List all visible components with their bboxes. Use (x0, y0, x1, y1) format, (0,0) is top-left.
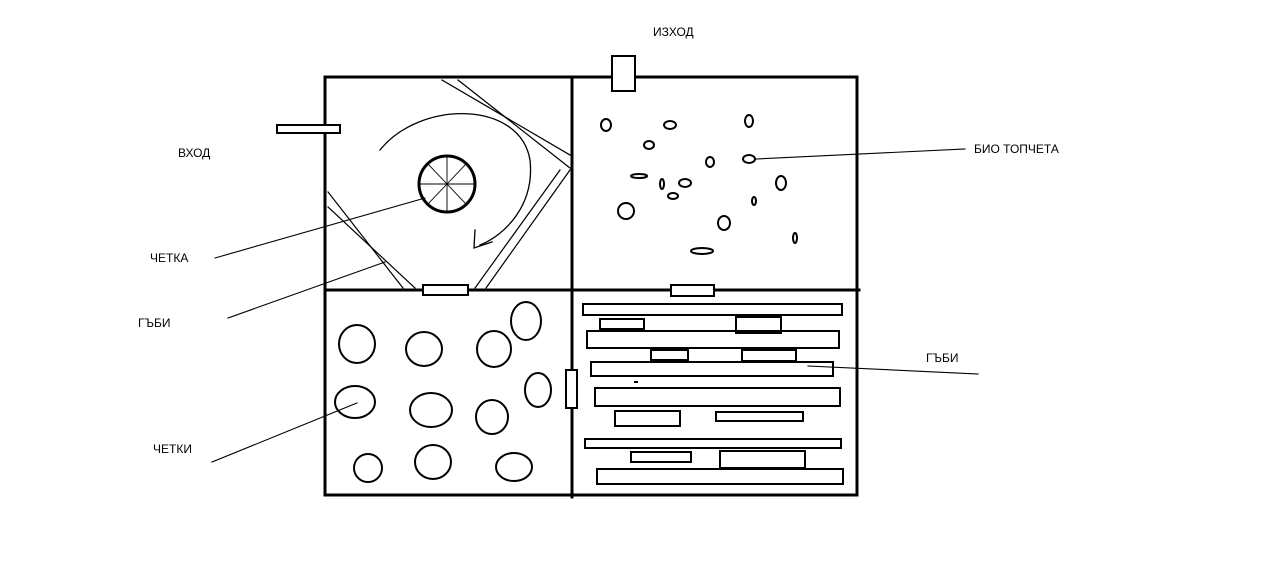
outlet-pipe (611, 55, 636, 92)
outlet-label: ИЗХОД (653, 25, 694, 39)
bio-balls-label: БИО ТОПЧЕТА (974, 142, 1059, 156)
brushes (334, 301, 552, 483)
bio-balls (600, 114, 798, 255)
inlet-label: ВХОД (178, 146, 211, 160)
leader-lines (211, 148, 979, 463)
brushes-label: ЧЕТКИ (153, 442, 192, 456)
small-mark (634, 381, 638, 383)
sponges-left-label: ГЪБИ (138, 316, 171, 330)
inlet-pipe (276, 124, 341, 134)
filter-box-outline (323, 75, 859, 497)
brush-wheel (417, 154, 477, 214)
sponges-right-label: ГЪБИ (926, 351, 959, 365)
opening-bottom-left-to-bottom-right (565, 369, 578, 409)
opening-top-right-to-bottom-right (670, 284, 715, 297)
flow-arrow (379, 113, 532, 246)
opening-top-left-to-bottom-left (422, 284, 469, 296)
sponge-strips-top-left (327, 79, 571, 289)
brush-label: ЧЕТКА (150, 251, 189, 265)
flow-arrow-head (473, 229, 493, 249)
sponge-layers (582, 303, 844, 485)
